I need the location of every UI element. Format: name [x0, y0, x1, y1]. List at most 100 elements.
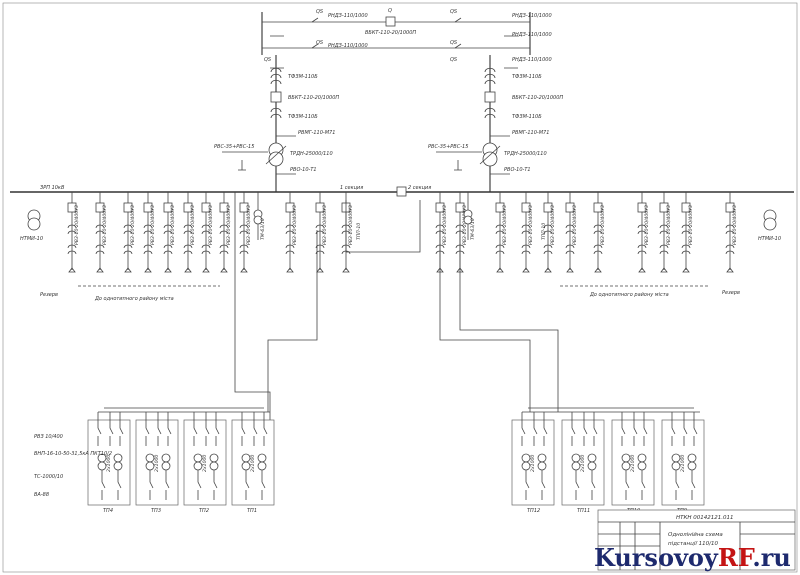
title-block: НТКН 00142121.011 Однолінійна схема підс…: [597, 509, 796, 571]
tp-unit: 2х1000ТП9: [661, 412, 705, 514]
feeder-label: РВЗ-10-20/400У3: [688, 205, 694, 245]
tp-groups: 2х1000ТП42х1000ТП32х1000ТП22х1000ТП12х10…: [87, 407, 705, 514]
feeder-label: РВЗ-10-20/400У3: [130, 205, 136, 245]
feeder-20: РВЗ-10-20/400У3: [637, 192, 650, 273]
ct-label-right-2: ТФЗМ-110Б: [512, 114, 542, 120]
feeder-11: РВЗ-10-20/400У3: [315, 192, 328, 273]
tp-tx-label: 2х1000: [250, 455, 256, 472]
feeder-6: РВЗ-10-20/400У3: [183, 192, 196, 273]
feeder-label: РВЗ-10-20/400У3: [462, 205, 468, 245]
feeder-label: РВЗ-10-20/400У3: [292, 205, 298, 245]
qs-label-4: QS: [450, 40, 458, 46]
reserve-label-right: Резерв: [722, 290, 740, 296]
tp-tx-label: 2х1000: [106, 455, 112, 472]
vt-label-left: НТМИ-10: [20, 236, 43, 242]
tp-tx-label: 2х1000: [680, 455, 686, 472]
left-transformer-winding-2: [268, 151, 284, 167]
feeder-8: РВЗ-10-20/400У3: [219, 192, 232, 273]
feeder-label: РВЗ-10-20/400У3: [170, 205, 176, 245]
tp-label: ТП4: [103, 508, 113, 514]
feeders: РВЗ-10-20/400У3 РВЗ-10-20/400У3 РВЗ-10-20/…: [67, 192, 738, 273]
feeder-15: РВЗ-10-20/400У3: [495, 192, 508, 273]
feeder-label: РВЗ-10-20/400У3: [572, 205, 578, 245]
tpp-label-left: ТПП-10: [356, 223, 362, 240]
legend-breaker: ВА-88: [34, 492, 49, 498]
legend-disconnector: РВЗ 10/400: [34, 434, 63, 440]
tp-label: ТП11: [577, 508, 590, 514]
tp-label: ТП12: [527, 508, 540, 514]
watermark-logo: KursovoyRF.ru: [594, 543, 791, 572]
feeder-label: РВЗ-10-20/400У3: [348, 205, 354, 245]
feeder-label: РВЗ-10-20/400У3: [322, 205, 328, 245]
cross-breaker-q-label: Q: [388, 8, 392, 14]
vt-label-right: НТМИ-10: [758, 236, 781, 242]
title-line1: Однолінійна схема: [668, 532, 723, 538]
feeder-3: РВЗ-10-20/400У3: [123, 192, 136, 273]
disconnector-label-4: РНДЗ-110/1000: [512, 57, 552, 63]
tp-label: ТП3: [151, 508, 161, 514]
feeder-label: РВЗ-10-20/400У3: [190, 205, 196, 245]
feeder-label: РВЗ-10-20/400У3: [732, 205, 738, 245]
feeder-10: РВЗ-10-20/400У3: [285, 192, 298, 273]
tp-tx-label: 2х1000: [202, 455, 208, 472]
tsn-feeder-label: ТМ-63/10: [470, 218, 476, 240]
left-transformer-column: ТФЗМ-110Б ВБКТ-110-20/1000П ТФЗМ-110Б РВ…: [214, 55, 339, 192]
busbar-10kv: ЗРП 10кВ 1 секция 2 секция: [10, 185, 794, 197]
cable-routes: [234, 192, 559, 420]
title-line2: підстанції 110/10: [668, 541, 719, 547]
legend-transformer: ТС-1000/10: [34, 474, 63, 480]
right-transformer-winding-2: [482, 151, 498, 167]
feeder-17: РВЗ-10-20/400У3: [543, 192, 556, 273]
qs-label-2: QS: [450, 9, 458, 15]
disconnector-label-5: РНДЗ-110/1000: [512, 13, 552, 19]
left-breaker: [270, 91, 282, 103]
neutral-label-left: РВО-10-Т1: [290, 167, 317, 173]
ct-label-left-2: ТФЗМ-110Б: [288, 114, 318, 120]
arrester-label-right: РВМГ-110-М71: [512, 130, 549, 136]
tp-tx-label: 2х1000: [630, 455, 636, 472]
to-district-label-right: До однотипного району міста: [589, 292, 669, 298]
feeder-label: РВЗ-10-20/400У3: [666, 205, 672, 245]
wm-part3: .ru: [752, 543, 790, 572]
cross-breaker: [385, 16, 396, 27]
vt-left: НТМИ-10: [20, 209, 43, 242]
vt-right: НТМИ-10: [758, 209, 781, 242]
feeder-22: РВЗ-10-20/400У3: [681, 192, 694, 273]
transformer-label-left: ТРДН-25000/110: [290, 151, 333, 157]
feeder-7: РВЗ-10-20/400У3: [201, 192, 214, 273]
reserve-label-left: Резерв: [40, 292, 58, 298]
breaker-label-left: ВБКТ-110-20/1000П: [288, 95, 339, 101]
svg-text:KursovoyRF.ru: KursovoyRF.ru: [594, 543, 791, 572]
doc-code: НТКН 00142121.011: [676, 515, 734, 521]
qs-label-3: QS: [316, 40, 324, 46]
right-breaker: [484, 91, 496, 103]
feeder-21: РВЗ-10-20/400У3: [659, 192, 672, 273]
feeder-18: РВЗ-10-20/400У3: [565, 192, 578, 273]
feeder-label: РВЗ-10-20/400У3: [226, 205, 232, 245]
feeder-5: РВЗ-10-20/400У3: [163, 192, 176, 273]
feeder-label: РВЗ-10-20/400У3: [502, 205, 508, 245]
feeder-23: РВЗ-10-20/400У3: [725, 192, 738, 273]
right-transformer-column: ТФЗМ-110Б ВБКТ-110-20/1000П ТФЗМ-110Б РВ…: [428, 55, 563, 192]
wm-part1: Kursovoy: [594, 543, 719, 572]
feeder-19: РВЗ-10-20/400У3: [593, 192, 606, 273]
tsn-left: ТМ-63/10: [253, 192, 266, 240]
tp-tx-label: 2х1000: [580, 455, 586, 472]
feeder-label: РВЗ-10-20/400У3: [102, 205, 108, 245]
ct-label-right-1: ТФЗМ-110Б: [512, 74, 542, 80]
arrester-label-left: РВМГ-110-М71: [298, 130, 335, 136]
feeder-label: РВЗ-10-20/400У3: [442, 205, 448, 245]
tp-label: ТП1: [247, 508, 257, 514]
section1-label: 1 секция: [340, 185, 363, 191]
cross-breaker-label: ВБКТ-110-20/1000П: [365, 30, 416, 36]
tp-legend: РВЗ 10/400 ВНП-16-10-50-31,5кА ПКТ10/2 Т…: [34, 434, 112, 498]
feeder-label: РВЗ-10-20/400У3: [208, 205, 214, 245]
tsn-feeder-label: ТМ-63/10: [260, 218, 266, 240]
feeder-label: РВЗ-10-20/400У3: [150, 205, 156, 245]
tpp-label-right: ТПП-10: [541, 223, 547, 240]
